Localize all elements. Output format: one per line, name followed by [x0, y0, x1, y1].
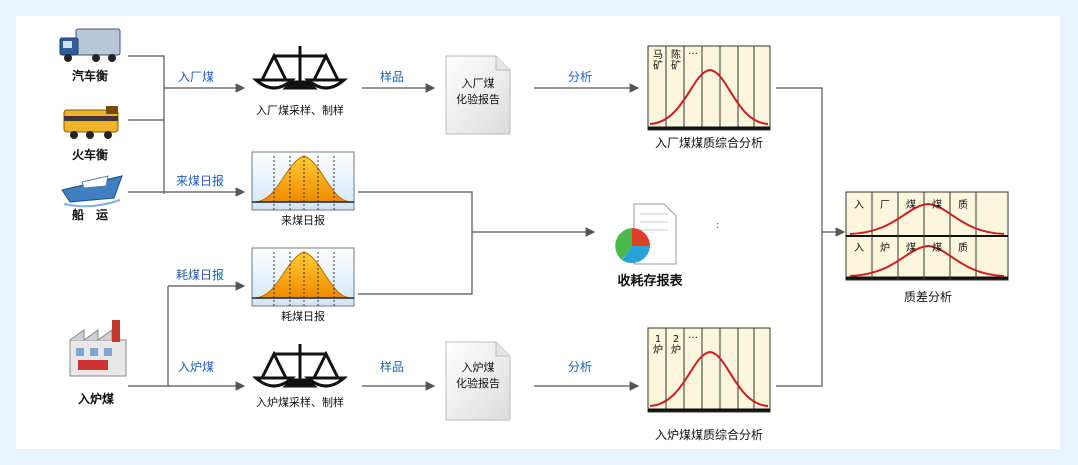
- scale-icon-bottom: [252, 344, 348, 388]
- edge-analysis-bottom: 分析: [568, 360, 593, 374]
- cell-top-3: …: [688, 46, 698, 57]
- report-paper-top: [445, 55, 511, 135]
- scale-icon-top: [252, 46, 348, 90]
- train-icon: [63, 106, 119, 139]
- diff-r1-c1: 入: [854, 200, 864, 211]
- inventory-label: 收耗存报表: [617, 274, 683, 289]
- edge-daily-report: 来煤日报: [176, 174, 225, 188]
- diff-r1-c4: 煤: [932, 200, 942, 211]
- cell-top-1: 马矿: [653, 50, 663, 72]
- edge-sample-bottom: 样品: [380, 360, 405, 374]
- truck-icon: [59, 28, 121, 62]
- consume-chart-label: 耗煤日报: [281, 310, 325, 323]
- sampling-in-label: 入厂煤采样、制样: [256, 104, 344, 117]
- diagram-canvas: : 汽车衡 火车衡 船 运 入炉煤 入厂煤 来煤日报 耗煤日报 入炉煤 样品 样…: [16, 16, 1060, 449]
- source-train-label: 火车衡: [71, 148, 108, 162]
- diff-r1-c2: 厂: [880, 200, 890, 211]
- report-furnace-label: 入炉煤 化验报告: [456, 361, 500, 390]
- diagram-svg: :: [59, 28, 1009, 421]
- diff-r1-c3: 煤: [906, 200, 916, 211]
- source-furnace-label: 入炉煤: [77, 392, 114, 406]
- diff-r2-c2: 炉: [880, 243, 890, 254]
- pie-chart-icon: [615, 203, 677, 265]
- quality-furnace-label: 入炉煤煤质综合分析: [654, 428, 763, 442]
- diff-analysis-chart: [845, 191, 1009, 281]
- edge-furnace-coal: 入炉煤: [178, 360, 215, 374]
- edge-incoming-coal: 入厂煤: [178, 70, 215, 84]
- diff-label: 质差分析: [903, 290, 952, 304]
- diff-r1-c5: 质: [958, 200, 968, 211]
- quality-in-label: 入厂煤煤质综合分析: [654, 136, 763, 150]
- stray-mark: :: [716, 220, 719, 231]
- edge-sample-top: 样品: [380, 70, 405, 84]
- factory-icon: [69, 320, 127, 377]
- quality-chart-top: [647, 45, 771, 131]
- source-truck-label: 汽车衡: [71, 69, 108, 83]
- quality-chart-bottom: [647, 327, 771, 413]
- sampling-furnace-label: 入炉煤采样、制样: [256, 396, 344, 409]
- diff-r2-c4: 煤: [932, 243, 942, 254]
- ship-icon: [61, 175, 123, 208]
- cell-top-2: 陈矿: [671, 50, 681, 72]
- cell-bottom-2: 2炉: [671, 334, 681, 356]
- diff-r2-c3: 煤: [906, 243, 916, 254]
- edge-analysis-top: 分析: [568, 70, 593, 84]
- daily-chart-label: 来煤日报: [281, 214, 325, 227]
- diff-r2-c5: 质: [958, 243, 968, 254]
- cell-bottom-1: 1炉: [653, 334, 663, 356]
- daily-report-chart: [251, 151, 355, 211]
- edge-consume-report: 耗煤日报: [176, 268, 225, 282]
- source-connectors: [128, 55, 846, 391]
- diff-r2-c1: 入: [854, 243, 864, 254]
- source-ship-label: 船 运: [71, 208, 108, 222]
- consume-report-chart: [251, 247, 355, 307]
- report-in-label: 入厂煤 化验报告: [456, 77, 500, 106]
- report-paper-bottom: [445, 341, 511, 421]
- cell-bottom-3: …: [688, 330, 698, 341]
